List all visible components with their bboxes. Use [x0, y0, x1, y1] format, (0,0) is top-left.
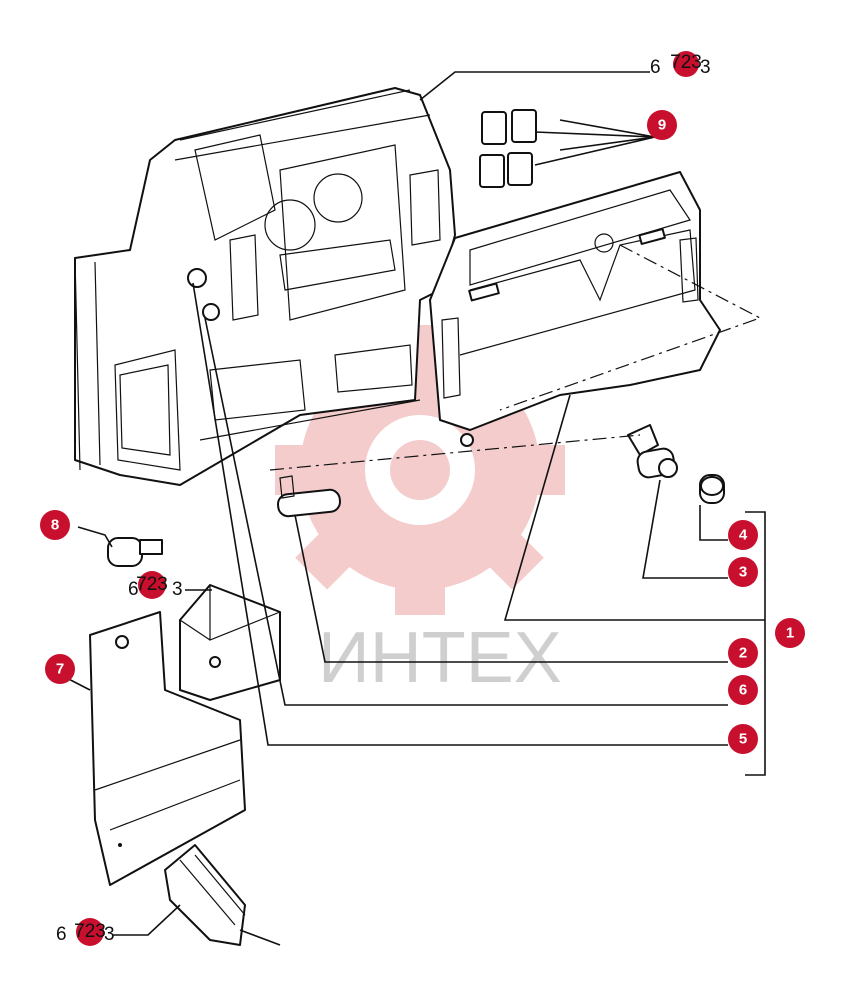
ref-code-bottom: 6 723 3: [56, 918, 115, 946]
callout-3-label: 3: [739, 564, 747, 581]
callout-1: 1: [775, 618, 805, 648]
wire-harness: [164, 844, 281, 946]
side-panel: [89, 611, 246, 886]
connector: [107, 537, 163, 567]
glove-box-door: [429, 171, 762, 447]
watermark-text: ИНТЕХ: [318, 618, 562, 698]
ref-code-middle-prefix: 6: [128, 579, 139, 600]
ref-code-bottom-suffix: 3: [104, 924, 115, 945]
ref-code-middle: 6 723 3: [128, 571, 183, 600]
callout-6: 6: [728, 675, 758, 705]
callout-2-label: 2: [739, 645, 747, 662]
callout-6-label: 6: [739, 682, 747, 699]
callout-9: 9: [647, 110, 677, 140]
leader-lines: [54, 71, 766, 936]
callout-9-label: 9: [658, 117, 666, 134]
ref-code-top-badge: 723: [670, 52, 702, 73]
callout-7: 7: [45, 654, 75, 684]
callout-8: 8: [40, 510, 70, 540]
callout-8-label: 8: [51, 517, 59, 534]
ref-code-bottom-badge: 723: [74, 921, 106, 942]
ref-code-middle-badge: 723: [136, 574, 168, 595]
callout-5: 5: [728, 724, 758, 754]
ref-code-top-suffix: 3: [700, 57, 711, 78]
ref-code-top: 6 723 3: [650, 51, 711, 78]
ref-code-middle-suffix: 3: [172, 579, 183, 600]
callout-3: 3: [728, 557, 758, 587]
ref-code-bottom-prefix: 6: [56, 924, 67, 945]
mounting-bracket: [179, 584, 281, 701]
hinge-pin: [269, 434, 641, 518]
callout-7-label: 7: [56, 661, 64, 678]
callout-2: 2: [728, 638, 758, 668]
clips-group: [479, 109, 537, 188]
callout-1-label: 1: [786, 625, 794, 642]
lock-cylinder: [627, 424, 678, 479]
bushing: [699, 474, 725, 504]
callout-5-label: 5: [739, 731, 747, 748]
callout-4: 4: [728, 520, 758, 550]
callout-4-label: 4: [739, 527, 748, 544]
ref-code-top-prefix: 6: [650, 57, 661, 78]
